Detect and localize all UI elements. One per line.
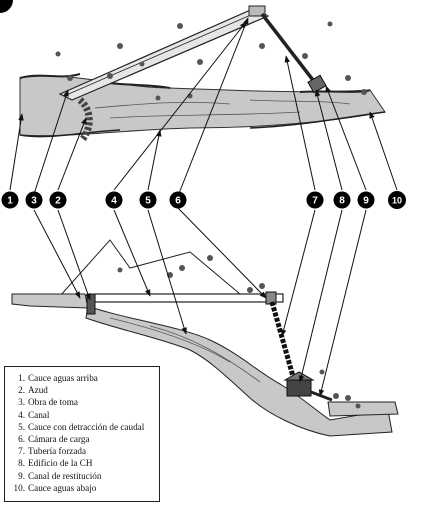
legend-number: 7. <box>18 446 25 457</box>
legend-item: 1.Cauce aguas arriba <box>11 372 155 384</box>
callout-6: 6 <box>169 191 187 209</box>
legend-number: 8. <box>18 458 25 469</box>
callout-1-label: 1 <box>7 196 13 207</box>
river-profile <box>85 305 393 437</box>
penstock-plan <box>260 12 318 86</box>
legend-number: 6. <box>18 434 25 445</box>
legend-text: Cauce aguas arriba <box>28 373 98 383</box>
callout-8-label: 8 <box>339 196 345 207</box>
legend-text: Edificio de la CH <box>28 458 93 469</box>
legend-number: 9. <box>18 470 25 481</box>
callout-4-label: 4 <box>111 196 117 207</box>
legend-text: Cámara de carga <box>28 434 90 445</box>
leader-lines <box>9 17 398 397</box>
legend-box: 1.Cauce aguas arriba 2.Azud 3.Obra de to… <box>4 366 160 502</box>
legend-item: 3.Obra de toma <box>11 396 155 408</box>
weir-plan <box>77 97 93 143</box>
canal-profile <box>94 293 284 303</box>
legend-item: 6.Cámara de carga <box>11 433 155 445</box>
legend-text: Canal de restitución <box>28 470 102 481</box>
callout-10: 10 <box>388 191 406 209</box>
legend-number: 10. <box>13 482 25 493</box>
callout-2: 2 <box>49 191 67 209</box>
legend-item: 9.Canal de restitución <box>11 470 155 482</box>
legend-text: Canal <box>28 409 50 420</box>
legend-number: 4. <box>18 409 25 420</box>
callout-7: 7 <box>306 191 324 209</box>
callout-6-label: 6 <box>175 196 181 207</box>
terrain-upstream <box>11 293 89 309</box>
callout-5-label: 5 <box>145 196 151 207</box>
powerhouse-profile <box>286 379 312 397</box>
legend-text: Cauce con detracción de caudal <box>28 421 145 432</box>
callout-7-label: 7 <box>312 196 318 207</box>
vegetation-profile <box>117 255 361 409</box>
callout-8: 8 <box>333 191 351 209</box>
callout-5: 5 <box>139 191 157 209</box>
callout-3: 3 <box>25 191 43 209</box>
tailrace-profile <box>310 390 333 402</box>
callout-9-label: 9 <box>363 196 369 207</box>
callout-1: 1 <box>1 191 19 209</box>
legend-number: 2. <box>18 385 25 396</box>
legend-list: 1.Cauce aguas arriba 2.Azud 3.Obra de to… <box>11 372 155 494</box>
legend-item: 7.Tubería forzada <box>11 445 155 457</box>
legend-item: 5.Cauce con detracción de caudal <box>11 421 155 433</box>
legend-item: 4.Canal <box>11 409 155 421</box>
mountains-profile <box>59 239 241 297</box>
callout-2-label: 2 <box>55 196 61 207</box>
callout-4: 4 <box>105 191 123 209</box>
legend-item: 10.Cauce aguas abajo <box>11 482 155 494</box>
weir-profile <box>86 293 96 315</box>
legend-text: Cauce aguas abajo <box>28 482 97 493</box>
legend-number: 5. <box>18 421 25 432</box>
callout-10-label: 10 <box>392 196 402 206</box>
legend-number: 3. <box>18 397 25 408</box>
forebay-plan <box>248 5 266 17</box>
legend-item: 8.Edificio de la CH <box>11 457 155 469</box>
river-plan <box>19 75 386 137</box>
legend-item: 2.Azud <box>11 384 155 396</box>
legend-number: 1. <box>18 373 25 383</box>
legend-text: Azud <box>28 385 48 396</box>
callout-9: 9 <box>357 191 375 209</box>
penstock-profile <box>269 301 297 381</box>
powerhouse-plan <box>307 74 327 94</box>
terrain-downstream <box>327 401 399 417</box>
corner-badge <box>0 0 13 13</box>
callout-3-label: 3 <box>31 196 37 207</box>
legend-text: Tubería forzada <box>28 446 87 457</box>
vegetation-plan <box>55 21 367 101</box>
legend-text: Obra de toma <box>28 397 79 408</box>
plan-view <box>19 5 386 143</box>
